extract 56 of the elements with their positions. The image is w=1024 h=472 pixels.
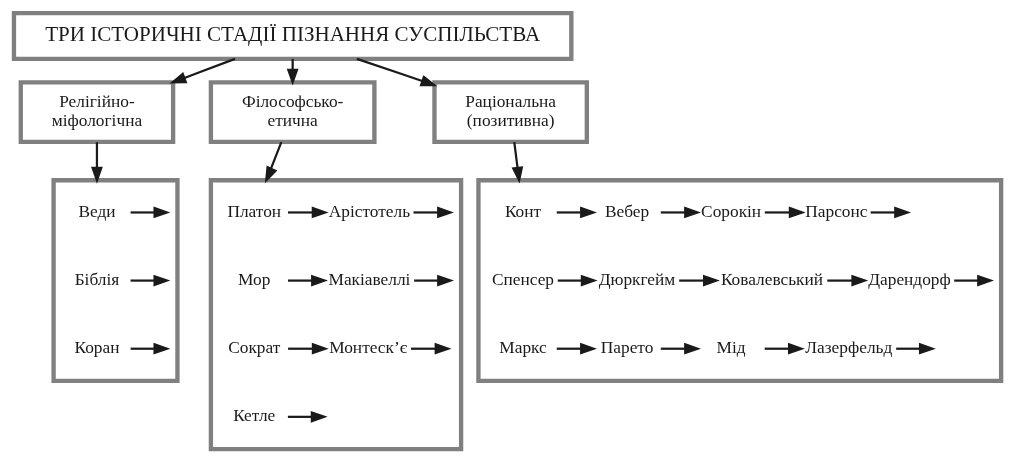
node-text: Кетле bbox=[232, 406, 275, 426]
arrow bbox=[953, 274, 994, 287]
node-box: ТРИ ІСТОРИЧНІ СТАДІЇ ПІЗНАННЯ СУСПІЛЬСТВА bbox=[11, 10, 573, 62]
arrow bbox=[356, 57, 437, 87]
arrow bbox=[826, 274, 868, 287]
arrow bbox=[660, 342, 701, 355]
cluster bbox=[50, 178, 180, 384]
node-text: Парето bbox=[600, 338, 653, 358]
arrow bbox=[678, 274, 720, 287]
arrow bbox=[413, 206, 454, 219]
node-text: Макіавеллі bbox=[327, 270, 410, 290]
arrow bbox=[287, 206, 329, 219]
arrow bbox=[130, 274, 170, 287]
cluster bbox=[475, 178, 1003, 384]
arrow bbox=[264, 141, 282, 184]
arrow bbox=[410, 342, 451, 355]
node-text: Лазерфельд bbox=[804, 338, 892, 358]
arrow bbox=[287, 410, 328, 423]
node-text: Сократ bbox=[227, 338, 280, 358]
arrow bbox=[287, 342, 329, 355]
node-text: Парсонс bbox=[804, 202, 867, 222]
node-text: Мід bbox=[716, 338, 746, 358]
cluster bbox=[208, 178, 463, 452]
arrow bbox=[764, 206, 806, 219]
node-text: Коран bbox=[73, 338, 119, 358]
arrow bbox=[511, 142, 523, 184]
arrow bbox=[556, 342, 597, 355]
node-text: Веди bbox=[77, 202, 115, 222]
arrow bbox=[557, 274, 598, 287]
node-text: Вебер bbox=[604, 202, 649, 222]
arrow bbox=[660, 206, 701, 219]
node-text: Маркс bbox=[498, 338, 547, 358]
node-box: Релігійно- міфологічна bbox=[18, 80, 175, 145]
arrow bbox=[169, 57, 235, 84]
node-text: Сорокін bbox=[700, 202, 761, 222]
node-text: Дюркгейм bbox=[598, 270, 675, 290]
node-text: Платон bbox=[226, 202, 281, 222]
node-text: Дарендорф bbox=[867, 270, 951, 290]
arrow bbox=[764, 342, 805, 355]
arrow bbox=[130, 342, 170, 355]
node-text: Біблія bbox=[74, 270, 119, 290]
arrow bbox=[130, 206, 170, 219]
node-text: Конт bbox=[504, 202, 541, 222]
node-box: Філософсько- етична bbox=[208, 80, 377, 145]
node-text: Мор bbox=[237, 270, 270, 290]
arrow bbox=[870, 206, 911, 219]
arrow bbox=[895, 342, 936, 355]
node-text: Ковалевський bbox=[720, 270, 823, 290]
node-text: Арістотель bbox=[328, 202, 410, 222]
arrow bbox=[413, 274, 454, 287]
arrow bbox=[556, 206, 597, 219]
node-text: Спенсер bbox=[491, 270, 554, 290]
arrow bbox=[287, 274, 328, 287]
node-box: Раціональна (позитивна) bbox=[431, 80, 589, 145]
node-text: Монтеск’є bbox=[328, 338, 407, 358]
arrow bbox=[90, 142, 103, 184]
